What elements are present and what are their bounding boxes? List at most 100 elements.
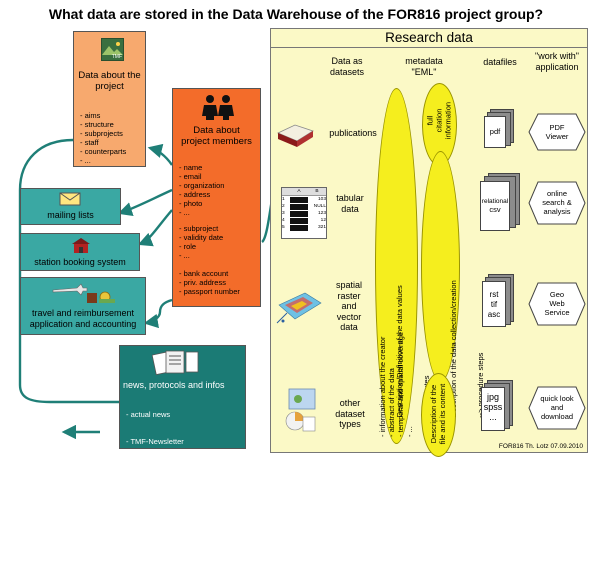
travel-reimbursement-box: travel and reimbursement application and…: [20, 277, 146, 335]
row-label-spatial: data: [340, 322, 358, 332]
table-icon-cell: 321: [317, 225, 326, 230]
row-label-tabular: data: [341, 203, 359, 214]
member-item: - bank account: [179, 269, 229, 278]
table-icon-cell: 3: [282, 211, 285, 216]
datafile-type: tif: [490, 300, 498, 309]
datafile-relational: relational csv: [480, 173, 520, 237]
member-item: - email: [179, 172, 202, 181]
project-item: - counterparts: [80, 147, 127, 156]
member-item: - organization: [179, 181, 225, 190]
members-heading-line2: project members: [181, 136, 252, 147]
row-label-spatial: spatial: [335, 280, 362, 290]
col-metadata-line2: "EML": [411, 66, 437, 77]
news-heading: news, protocols and infos: [123, 380, 225, 390]
members-heading-line1: Data about: [193, 125, 240, 136]
hexagon-shape: [528, 282, 586, 326]
table-icon-cell: 123: [317, 211, 326, 216]
row-label-spatial: raster: [337, 290, 361, 301]
tmf-logo-text: TMF: [111, 54, 122, 60]
table-icon-cell: 4: [282, 218, 285, 223]
table-icon-header: A: [297, 189, 301, 194]
member-item: - validity date: [179, 233, 224, 242]
table-icon-cell: 5: [282, 225, 285, 230]
citation-line: full: [425, 115, 435, 126]
app-label: search &: [542, 198, 572, 207]
arrow-members-to-project: [147, 143, 173, 166]
mountain-icon: [102, 42, 123, 55]
row-label-tabular: tabular: [336, 193, 364, 203]
col-datafiles: datafiles: [483, 57, 517, 67]
datafile-raster: rst tif asc: [482, 274, 514, 331]
page-title: What data are stored in the Data Warehou…: [48, 6, 544, 22]
description-line: - Description/Definition of the data val…: [395, 285, 404, 422]
datafile-pdf: pdf: [484, 109, 514, 150]
mailing-lists-label: mailing lists: [47, 210, 94, 220]
project-item: - staff: [80, 138, 99, 147]
col-datasets-line2: datasets: [329, 66, 365, 77]
station-booking-label: station booking system: [34, 257, 126, 267]
app-geo-web-service: Geo Web Service: [528, 282, 586, 326]
news-item: and official forms: [126, 518, 187, 527]
newspaper-icon: [152, 350, 199, 375]
datafile-type: asc: [487, 310, 501, 319]
col-metadata-line1: metadata: [405, 56, 443, 66]
research-data-panel: Research data Data as datasets metadata …: [270, 28, 588, 457]
member-item: - passport number: [179, 287, 240, 296]
project-item: - structure: [80, 120, 114, 129]
news-protocols-box: news, protocols and infos - actual news …: [119, 345, 246, 554]
app-label: analysis: [543, 207, 571, 216]
project-data-box: TMF Data about the project - aims - stru…: [73, 31, 146, 167]
project-item: - subprojects: [80, 129, 123, 138]
member-item: - priv. address: [179, 278, 226, 287]
row-label-spatial: vector: [336, 311, 362, 322]
col-workwith-line2: application: [535, 61, 579, 72]
station-booking-box: station booking system: [20, 233, 140, 271]
news-item: - various HowTos: [126, 545, 184, 554]
table-icon-cell: 12: [320, 218, 326, 223]
member-item: - address: [179, 190, 211, 199]
file-description-line: Description of the: [429, 384, 438, 444]
project-item: - aims: [80, 111, 101, 120]
member-item: - ...: [179, 251, 190, 260]
file-description-ellipse: Description of the file and its content: [421, 373, 456, 457]
travel-label-line1: travel and reimbursement: [31, 308, 135, 318]
arrow-members-to-travel: [143, 298, 173, 329]
datafile-type: jpg: [486, 392, 499, 402]
member-item: - name: [179, 163, 203, 172]
app-label: Web: [549, 299, 565, 308]
plane-money-icon: [52, 283, 115, 303]
app-label: download: [540, 412, 574, 421]
member-item: - ...: [179, 208, 190, 217]
footer-credit: FOR816 Th. Lotz 07.09.2010: [498, 443, 583, 450]
table-icon-cell: 2: [282, 204, 285, 209]
citation-line: information: [443, 101, 453, 140]
datafile-type: relational: [481, 198, 509, 205]
book-icon: [277, 124, 314, 147]
datafile-other: jpg spss ...: [481, 380, 513, 435]
datafile-type: csv: [489, 205, 501, 214]
people-icon: [202, 95, 234, 120]
news-item: - meeting protocols: [126, 464, 190, 473]
metadata-big-ellipse: - information about the creator - abstra…: [375, 88, 418, 444]
news-item: - actual news: [126, 410, 171, 419]
row-label-other: dataset: [335, 408, 365, 419]
station-house-icon: [72, 238, 90, 253]
project-heading-line1: Data about the: [78, 70, 141, 81]
research-title: Research data: [271, 29, 587, 48]
row-label-spatial: and: [341, 301, 357, 311]
map-raster-icon: [276, 292, 322, 324]
app-label: Geo: [549, 290, 565, 299]
datafile-type: ...: [489, 412, 497, 422]
datafile-type: rst: [489, 290, 499, 299]
row-label-publications: publications: [329, 128, 377, 138]
row-label-other: types: [339, 419, 361, 429]
table-icon-header: B: [315, 189, 319, 194]
member-item: - photo: [179, 199, 203, 208]
member-item: - subproject: [179, 224, 219, 233]
table-icon-cell: 1: [282, 197, 285, 202]
members-data-box: Data about project members - name - emai…: [172, 88, 261, 307]
member-item: - role: [179, 242, 197, 251]
project-heading-line2: project: [95, 81, 124, 92]
travel-label-line2: application and accounting: [29, 318, 137, 329]
other-dataset-icon: [285, 388, 316, 432]
